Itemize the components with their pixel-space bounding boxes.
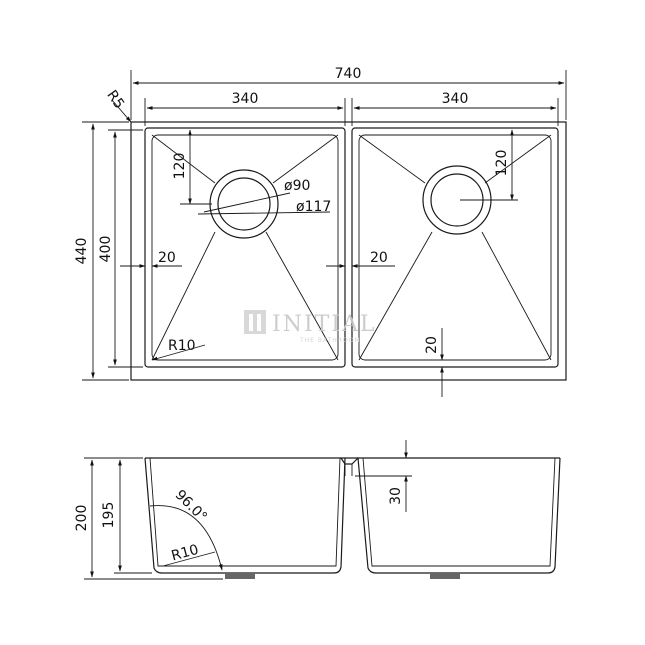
top-view: 740 340 340 R5 440 400 120 120 xyxy=(74,66,567,397)
left-drain-stub xyxy=(225,573,255,579)
dim-right-bowl-width: 340 xyxy=(442,91,469,107)
dim-right-waste-offset: 120 xyxy=(494,150,510,177)
dim-bowl-height: 195 xyxy=(101,502,117,529)
dim-bowl-depth: 400 xyxy=(98,236,114,263)
dim-divider-drop: 30 xyxy=(388,487,404,505)
dim-overall-width: 740 xyxy=(335,66,362,82)
watermark-tagline: THE BATHROOM xyxy=(299,337,361,344)
right-drain-stub xyxy=(430,573,460,579)
dim-overall-depth: 440 xyxy=(74,238,90,265)
left-bowl xyxy=(144,127,346,368)
dim-corner-radius: R5 xyxy=(103,87,127,111)
dim-waste-outer-dia: ø117 xyxy=(296,199,331,215)
watermark-brand: INITIAL xyxy=(272,312,377,337)
side-view: 200 195 96.0° R10 30 xyxy=(74,440,561,580)
dim-angle: 96.0° xyxy=(172,487,210,525)
dim-waste-inner-dia: ø90 xyxy=(284,178,310,194)
right-bowl xyxy=(351,127,559,368)
dim-left-bowl-width: 340 xyxy=(232,91,259,107)
dim-left-waste-offset: 120 xyxy=(172,153,188,180)
dim-left-wall: 20 xyxy=(158,250,176,266)
watermark-logo: INITIAL THE BATHROOM xyxy=(244,310,377,344)
sink-outline xyxy=(130,121,567,381)
left-waste-inner xyxy=(217,177,271,231)
dim-base-radius: R10 xyxy=(170,542,201,565)
dim-center-wall: 20 xyxy=(370,250,388,266)
dim-bowl-corner-radius: R10 xyxy=(168,338,196,354)
dim-bottom-wall: 20 xyxy=(424,336,440,354)
dim-overall-height: 200 xyxy=(74,505,90,532)
left-waste-outer xyxy=(209,169,279,239)
